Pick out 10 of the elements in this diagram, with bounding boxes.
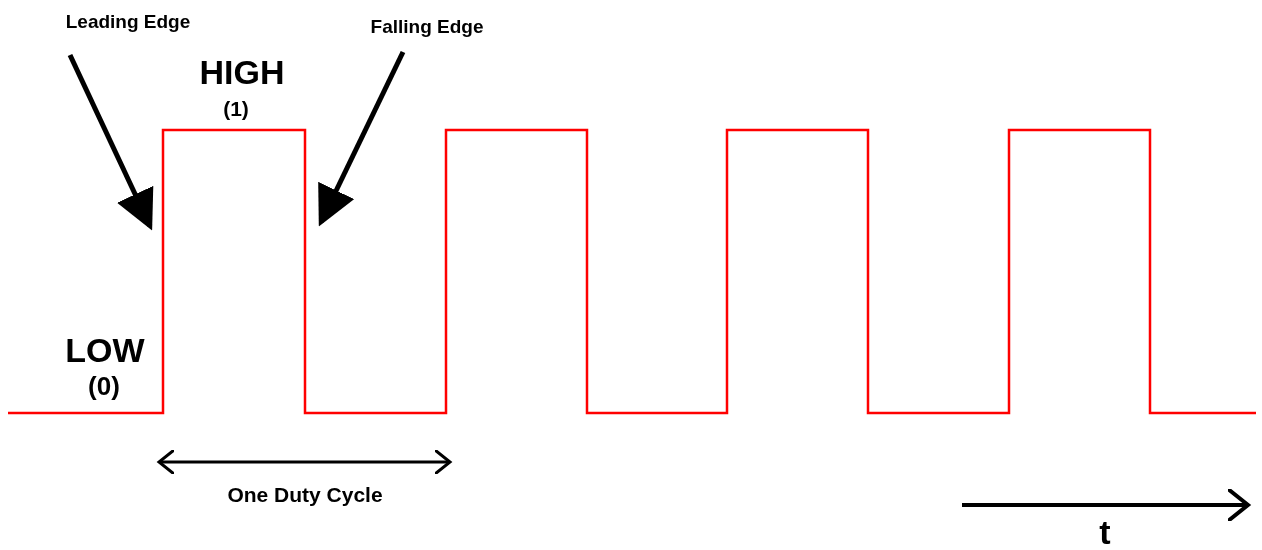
level-value: (1) (223, 98, 249, 119)
level-value: (0) (88, 373, 120, 399)
leader-line (318, 50, 406, 227)
axis-label: t (1099, 515, 1111, 549)
callout-label: Falling Edge (370, 17, 484, 36)
level-label: HIGH (199, 55, 285, 89)
dimension-label: One Duty Cycle (227, 484, 383, 505)
level-label: LOW (65, 333, 145, 367)
leader-line (67, 53, 154, 231)
callout-label: Leading Edge (65, 12, 191, 31)
